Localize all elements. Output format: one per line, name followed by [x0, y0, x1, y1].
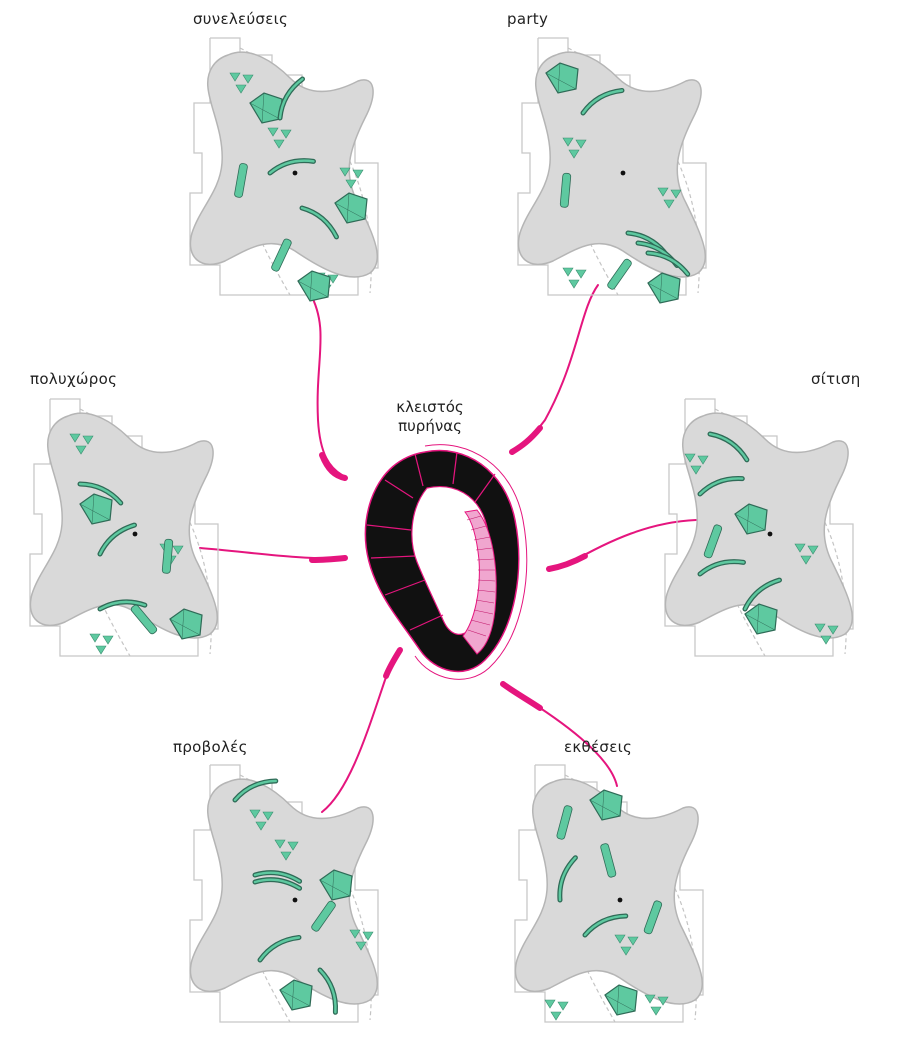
plan-meetings	[190, 38, 378, 301]
plan-party	[518, 38, 706, 303]
connector-exhibitions	[503, 684, 617, 786]
label-dining: σίτιση	[811, 370, 861, 388]
connector-multispace-thick	[312, 558, 345, 560]
connector-party	[512, 285, 598, 452]
label-party: party	[507, 10, 548, 28]
label-exhibitions: εκθέσεις	[564, 738, 632, 756]
connector-meetings-thick	[322, 455, 345, 478]
label-screenings: προβολές	[173, 738, 248, 756]
connector-dining-thick	[549, 556, 585, 569]
plan-multispace	[30, 399, 218, 656]
connector-party-thick	[512, 428, 540, 452]
connector-exhibitions-thick	[503, 684, 540, 708]
connector-meetings	[310, 293, 342, 475]
closed-core	[365, 445, 526, 680]
connector-screenings-thick	[386, 650, 400, 676]
center-label-line2: πυρήνας	[380, 417, 480, 436]
label-meetings: συνελεύσεις	[193, 10, 288, 28]
plan-dining	[665, 399, 853, 656]
plan-exhibitions	[515, 765, 703, 1022]
center-label: κλειστός πυρήνας	[380, 398, 480, 436]
label-multispace: πολυχώρος	[30, 370, 117, 388]
center-label-line1: κλειστός	[380, 398, 480, 417]
plan-screenings	[190, 765, 378, 1022]
